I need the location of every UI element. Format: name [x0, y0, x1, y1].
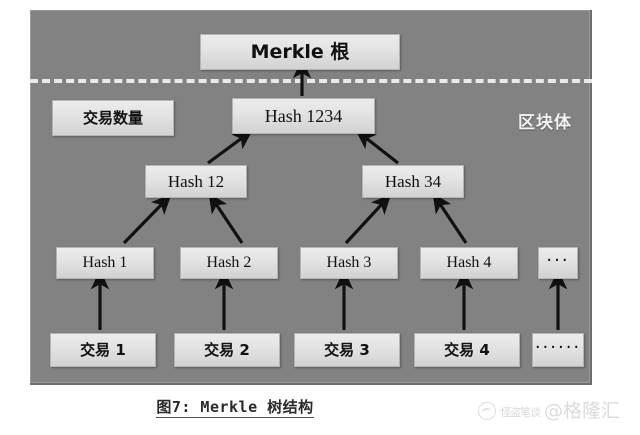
figure-caption-text: 图7: Merkle 树结构 — [156, 398, 314, 418]
edge-hash3-to-hash34 — [344, 194, 392, 245]
block-body-label: 区块体 — [518, 113, 572, 133]
node-transaction-2: 交易 2 — [174, 333, 280, 367]
block-header-body-divider — [30, 79, 592, 83]
node-hash-1: Hash 1 — [56, 247, 154, 279]
watermark: 怪盗笔谈 @格隆汇 — [478, 396, 620, 423]
watermark-logo-icon — [478, 402, 496, 420]
merkle-tree-diagram-panel: 区块体 Merkle 根 交易数量 — [30, 10, 592, 385]
node-hash-12: Hash 12 — [145, 165, 247, 198]
node-transaction-ellipsis: ······ — [532, 333, 584, 367]
node-hash-3: Hash 3 — [300, 247, 398, 279]
watermark-main-text: @格隆汇 — [544, 400, 621, 422]
node-hash-2: Hash 2 — [180, 247, 278, 279]
edge-hash2-to-hash12 — [208, 192, 244, 244]
edge-hash1-to-hash12 — [122, 194, 172, 245]
watermark-small-text: 怪盗笔谈 — [500, 406, 541, 419]
edge-hash34-to-hash1234 — [355, 129, 399, 165]
edge-hash4-to-hash34 — [432, 192, 468, 244]
figure-caption: 图7: Merkle 树结构 — [0, 396, 470, 418]
node-transaction-3: 交易 3 — [294, 333, 400, 367]
node-transaction-1: 交易 1 — [50, 333, 156, 367]
node-transaction-4: 交易 4 — [414, 333, 520, 367]
node-transaction-count: 交易数量 — [52, 100, 174, 136]
node-merkle-root: Merkle 根 — [200, 34, 400, 70]
node-hash-ellipsis: ··· — [538, 247, 578, 279]
edge-hash12-to-hash1234 — [207, 130, 253, 165]
node-hash-4: Hash 4 — [420, 247, 518, 279]
node-hash-1234: Hash 1234 — [232, 98, 375, 134]
node-hash-34: Hash 34 — [362, 165, 464, 198]
